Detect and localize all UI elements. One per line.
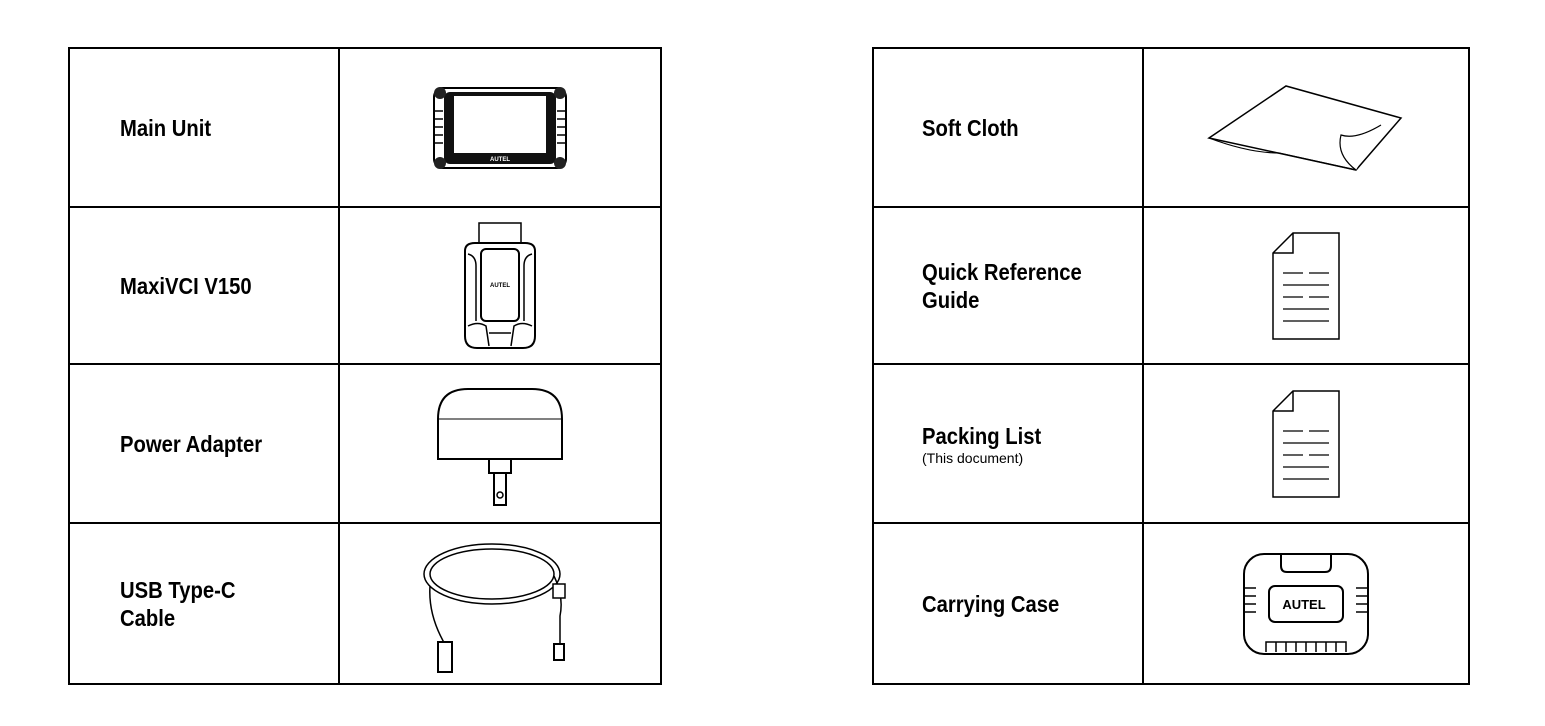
power-adapter-icon [437,387,563,506]
logo-text: AUTEL [490,283,510,289]
logo-text: AUTEL [490,157,510,163]
item-label: MaxiVCI V150 [120,272,252,299]
table-row: Soft Cloth [872,47,1470,208]
logo-text: AUTEL [1282,597,1325,612]
item-label: Soft Cloth [922,114,1019,141]
table-row: Packing List(This document) [872,363,1470,524]
tablet-icon: AUTEL [433,86,567,169]
packing-table-left: Main Unit AUTEL MaxiVCI V150 AUTEL Power… [68,47,662,685]
table-row: USB Type-C Cable [68,522,662,685]
item-label: Quick Reference Guide [922,258,1082,313]
item-label: Power Adapter [120,430,263,457]
vci-dongle-icon: AUTEL [464,221,536,349]
table-row: Power Adapter [68,363,662,524]
item-label: Carrying Case [922,590,1060,617]
item-label: Packing List [922,422,1042,449]
item-sublabel: (This document) [922,449,1024,466]
document-icon [1272,231,1340,340]
table-row: Quick Reference Guide [872,206,1470,365]
document-icon [1272,389,1340,498]
table-row: Carrying Case AUTEL [872,522,1470,685]
packing-table-right: Soft Cloth Quick Reference Guide Packing… [872,47,1470,685]
item-label: Main Unit [120,114,212,141]
carrying-case-icon: AUTEL [1243,552,1369,655]
table-row: MaxiVCI V150 AUTEL [68,206,662,365]
item-label: USB Type-C Cable [120,576,236,631]
usb-cable-icon [423,542,566,673]
table-row: Main Unit AUTEL [68,47,662,208]
cloth-icon [1207,84,1403,171]
